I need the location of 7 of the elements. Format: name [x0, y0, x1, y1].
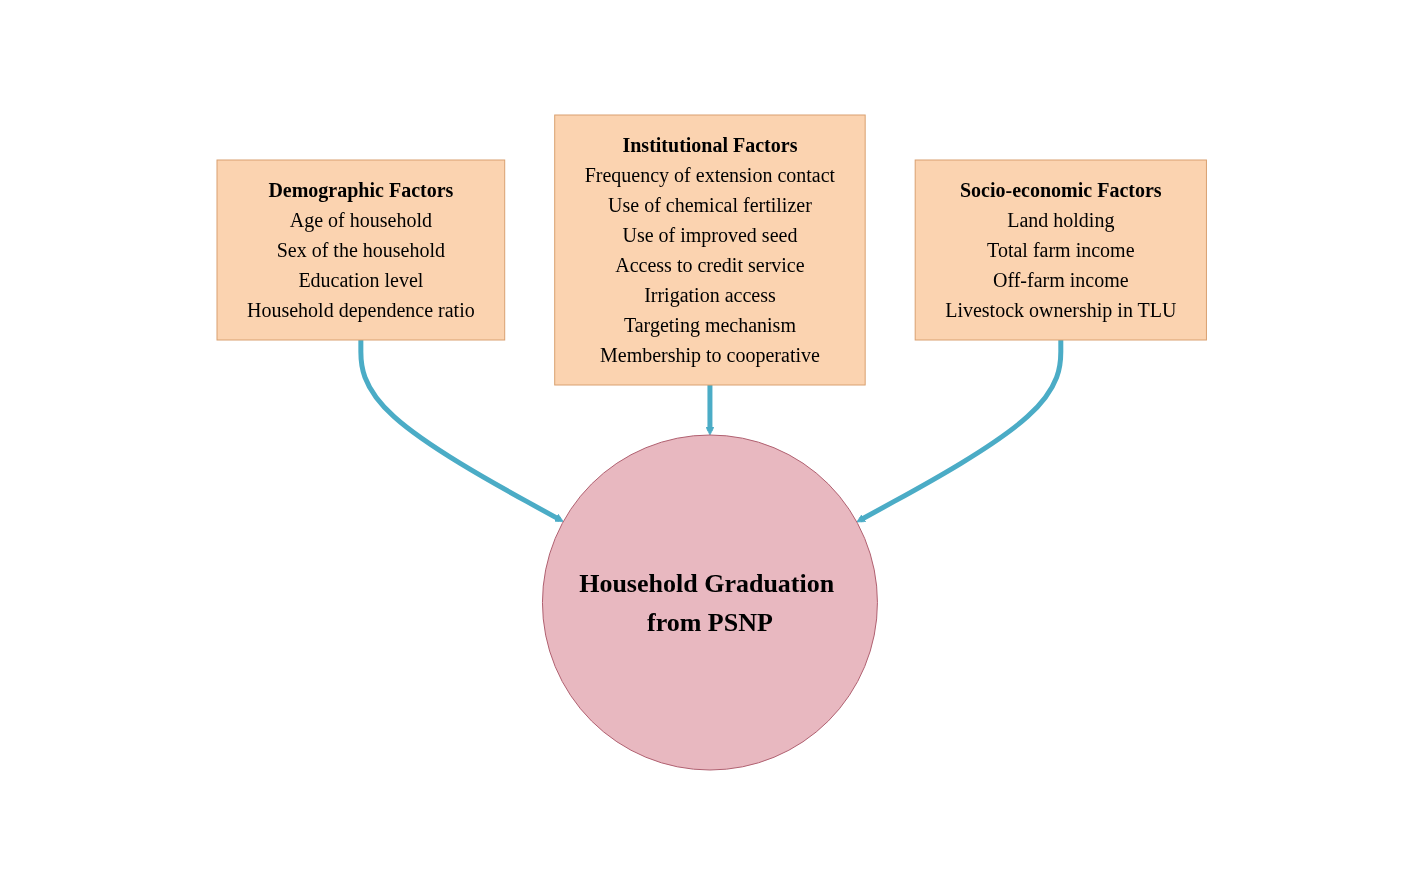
node-box: Institutional Factors Frequency of extension contact Use of chemical fertilizer Use of improved seed Access to credit service Irrigation access Targeting mechanism Membership to cooperative — [554, 114, 866, 385]
node-circle: Household Graduation from PSNP — [541, 434, 878, 770]
arrow — [705, 384, 715, 435]
node-box: Demographic Factors Age of household Sex of the household Education level Household dependence ratio — [216, 159, 505, 340]
node-box: Socio-economic Factors Land holding Total farm income Off-farm income Livestock ownership in TLU — [914, 159, 1207, 340]
arrow — [856, 339, 1064, 522]
arrow — [358, 339, 564, 522]
